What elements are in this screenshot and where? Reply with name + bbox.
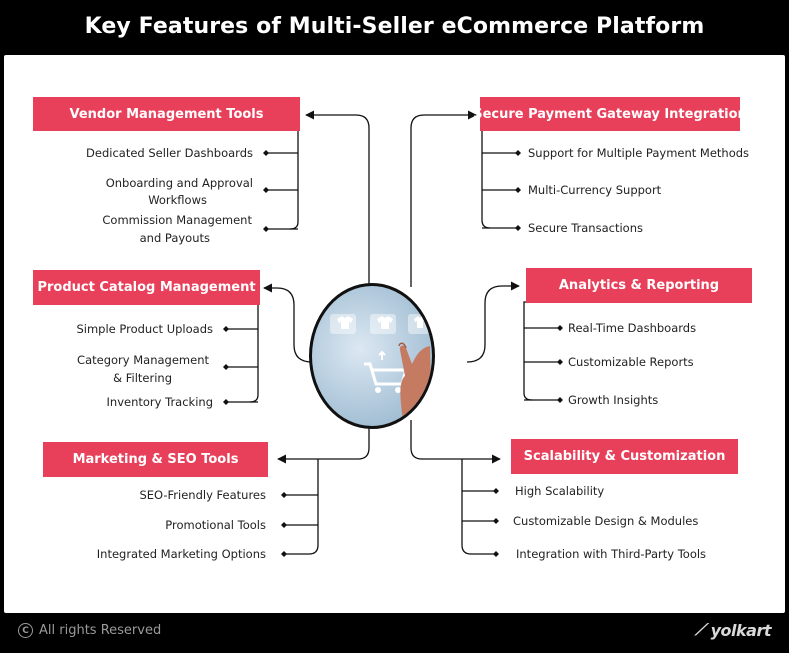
feature-category-management-line2: & Filtering — [113, 371, 172, 385]
feature-simple-product-uploads: Simple Product Uploads — [76, 322, 213, 336]
footer-bar: C All rights Reserved ⟋ yolkart — [0, 613, 789, 653]
hand-shopping-icons-illustration — [330, 314, 432, 426]
yolkart-logo: ⟋ yolkart — [694, 620, 772, 640]
feature-growth-insights: Growth Insights — [568, 393, 659, 407]
yolkart-logo-icon: ⟋ — [694, 620, 710, 639]
feature-inventory-tracking: Inventory Tracking — [106, 395, 213, 409]
feature-customizable-reports: Customizable Reports — [568, 355, 694, 369]
category-scalability-customization: Scalability & Customization — [511, 439, 738, 474]
feature-dedicated-seller-dashboards: Dedicated Seller Dashboards — [86, 146, 253, 160]
copyright-text: All rights Reserved — [39, 623, 162, 638]
feature-commission-management-line1: Commission Management — [102, 213, 252, 227]
category-analytics-reporting: Analytics & Reporting — [526, 268, 752, 303]
copyright-notice: C All rights Reserved — [18, 623, 161, 638]
yolkart-logo-text: yolkart — [710, 620, 772, 640]
feature-integrated-marketing: Integrated Marketing Options — [96, 547, 266, 561]
hub-image-circle — [309, 283, 435, 429]
feature-multiple-payment-methods: Support for Multiple Payment Methods — [528, 146, 750, 160]
feature-seo-friendly: SEO-Friendly Features — [139, 488, 266, 502]
copyright-icon: C — [18, 623, 33, 638]
feature-customizable-design: Customizable Design & Modules — [513, 514, 699, 528]
feature-commission-management-line2: and Payouts — [139, 231, 210, 245]
category-secure-payment: Secure Payment Gateway Integration — [473, 97, 747, 131]
feature-onboarding-approval-line1: Onboarding and Approval — [105, 176, 253, 190]
feature-secure-transactions: Secure Transactions — [528, 221, 643, 235]
page-title: Key Features of Multi-Seller eCommerce P… — [84, 13, 705, 39]
feature-promotional-tools: Promotional Tools — [165, 518, 266, 532]
category-vendor-management: Vendor Management Tools — [33, 97, 300, 131]
feature-onboarding-approval-line2: Workflows — [148, 193, 207, 207]
feature-realtime-dashboards: Real-Time Dashboards — [568, 321, 697, 335]
category-marketing-seo: Marketing & SEO Tools — [43, 442, 268, 477]
category-product-catalog: Product Catalog Management — [33, 270, 260, 305]
feature-multi-currency: Multi-Currency Support — [528, 183, 662, 197]
feature-third-party-integration: Integration with Third-Party Tools — [516, 547, 707, 561]
feature-category-management-line1: Category Management — [77, 353, 209, 367]
feature-high-scalability: High Scalability — [515, 484, 605, 498]
